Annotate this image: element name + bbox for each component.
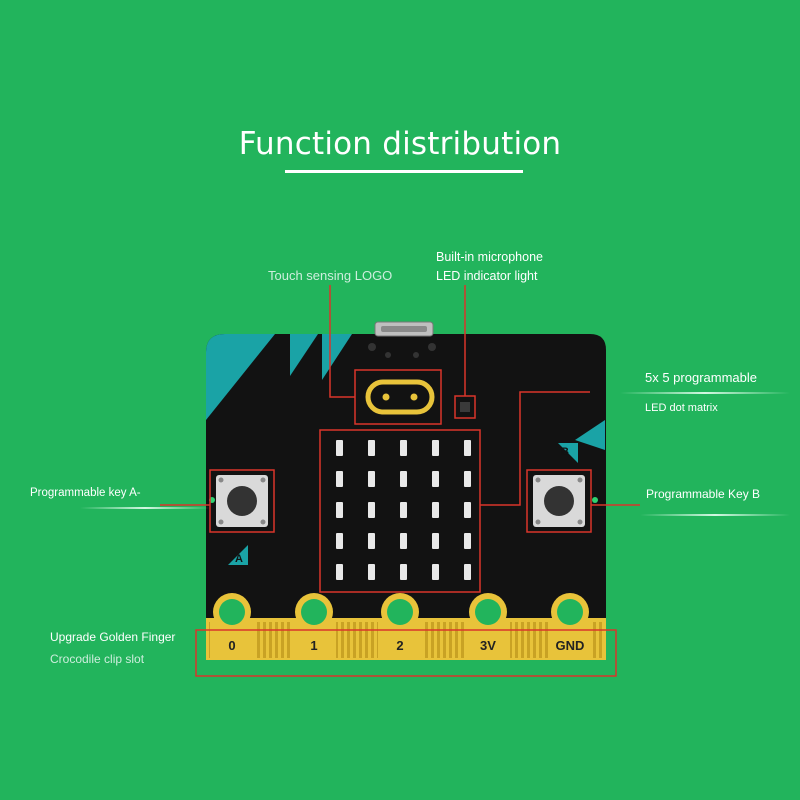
label-led-matrix-line1: 5x 5 programmable [645, 370, 757, 385]
led-0-1 [368, 440, 375, 456]
led-2-1 [368, 502, 375, 518]
label-microphone-line2: LED indicator light [436, 269, 538, 283]
led-4-1 [368, 564, 375, 580]
key-a-triangle [228, 545, 248, 565]
leader-matrix [480, 391, 590, 506]
pin-label-0: 0 [228, 638, 235, 653]
led-0-3 [432, 440, 439, 456]
glow-key-b [640, 514, 790, 516]
callout-box-key-b [526, 469, 592, 533]
led-0-2 [400, 440, 407, 456]
led-matrix [336, 440, 471, 580]
led-4-4 [464, 564, 471, 580]
led-3-1 [368, 533, 375, 549]
label-crocodile-clip: Crocodile clip slot [50, 652, 145, 666]
glow-key-a [80, 507, 210, 509]
button-a [216, 475, 268, 527]
golden-finger: 0 1 2 3V GND [206, 593, 606, 660]
pin-label-1: 1 [310, 638, 317, 653]
callout-box-key-a [209, 469, 275, 533]
microphone-led [460, 402, 470, 412]
led-2-0 [336, 502, 343, 518]
pin-hole-0 [219, 599, 245, 625]
led-1-0 [336, 471, 343, 487]
label-golden-finger: Upgrade Golden Finger [50, 630, 176, 644]
leader-logo [329, 285, 355, 398]
led-3-0 [336, 533, 343, 549]
label-led-matrix-line2: LED dot matrix [645, 402, 718, 414]
led-1-1 [368, 471, 375, 487]
led-1-3 [432, 471, 439, 487]
led-1-4 [464, 471, 471, 487]
led-2-2 [400, 502, 407, 518]
callout-box-matrix [319, 429, 481, 593]
led-4-3 [432, 564, 439, 580]
pin-hole-4 [557, 599, 583, 625]
led-3-4 [464, 533, 471, 549]
led-4-0 [336, 564, 343, 580]
led-3-2 [400, 533, 407, 549]
teal-corner-left [206, 334, 275, 420]
callout-box-pins [195, 629, 617, 677]
pin-label-3: 3V [480, 638, 496, 653]
pin-label-4: GND [556, 638, 585, 653]
led-2-4 [464, 502, 471, 518]
pin-hole-1 [301, 599, 327, 625]
led-4-2 [400, 564, 407, 580]
led-3-3 [432, 533, 439, 549]
label-key-a: Programmable key A- [30, 487, 141, 499]
pin-hole-2 [387, 599, 413, 625]
led-1-2 [400, 471, 407, 487]
led-0-4 [464, 440, 471, 456]
led-2-3 [432, 502, 439, 518]
pin-hole-3 [475, 599, 501, 625]
pin-label-2: 2 [396, 638, 403, 653]
label-microphone-line1: Built-in microphone [436, 250, 543, 264]
touch-logo [365, 379, 435, 415]
teal-corner-right [575, 420, 605, 450]
page-title: Function distribution [238, 126, 562, 162]
teal-stripe-1 [290, 334, 318, 376]
key-b-letter: B [561, 446, 569, 458]
led-0-0 [336, 440, 343, 456]
button-b [533, 475, 585, 527]
key-a-letter: A [235, 553, 243, 565]
title-underline [285, 170, 523, 173]
label-touch-logo: Touch sensing LOGO [268, 268, 393, 283]
key-b-triangle [558, 443, 578, 463]
label-key-b: Programmable Key B [646, 487, 761, 501]
glow-led-matrix [620, 392, 790, 394]
board-body [206, 334, 606, 660]
